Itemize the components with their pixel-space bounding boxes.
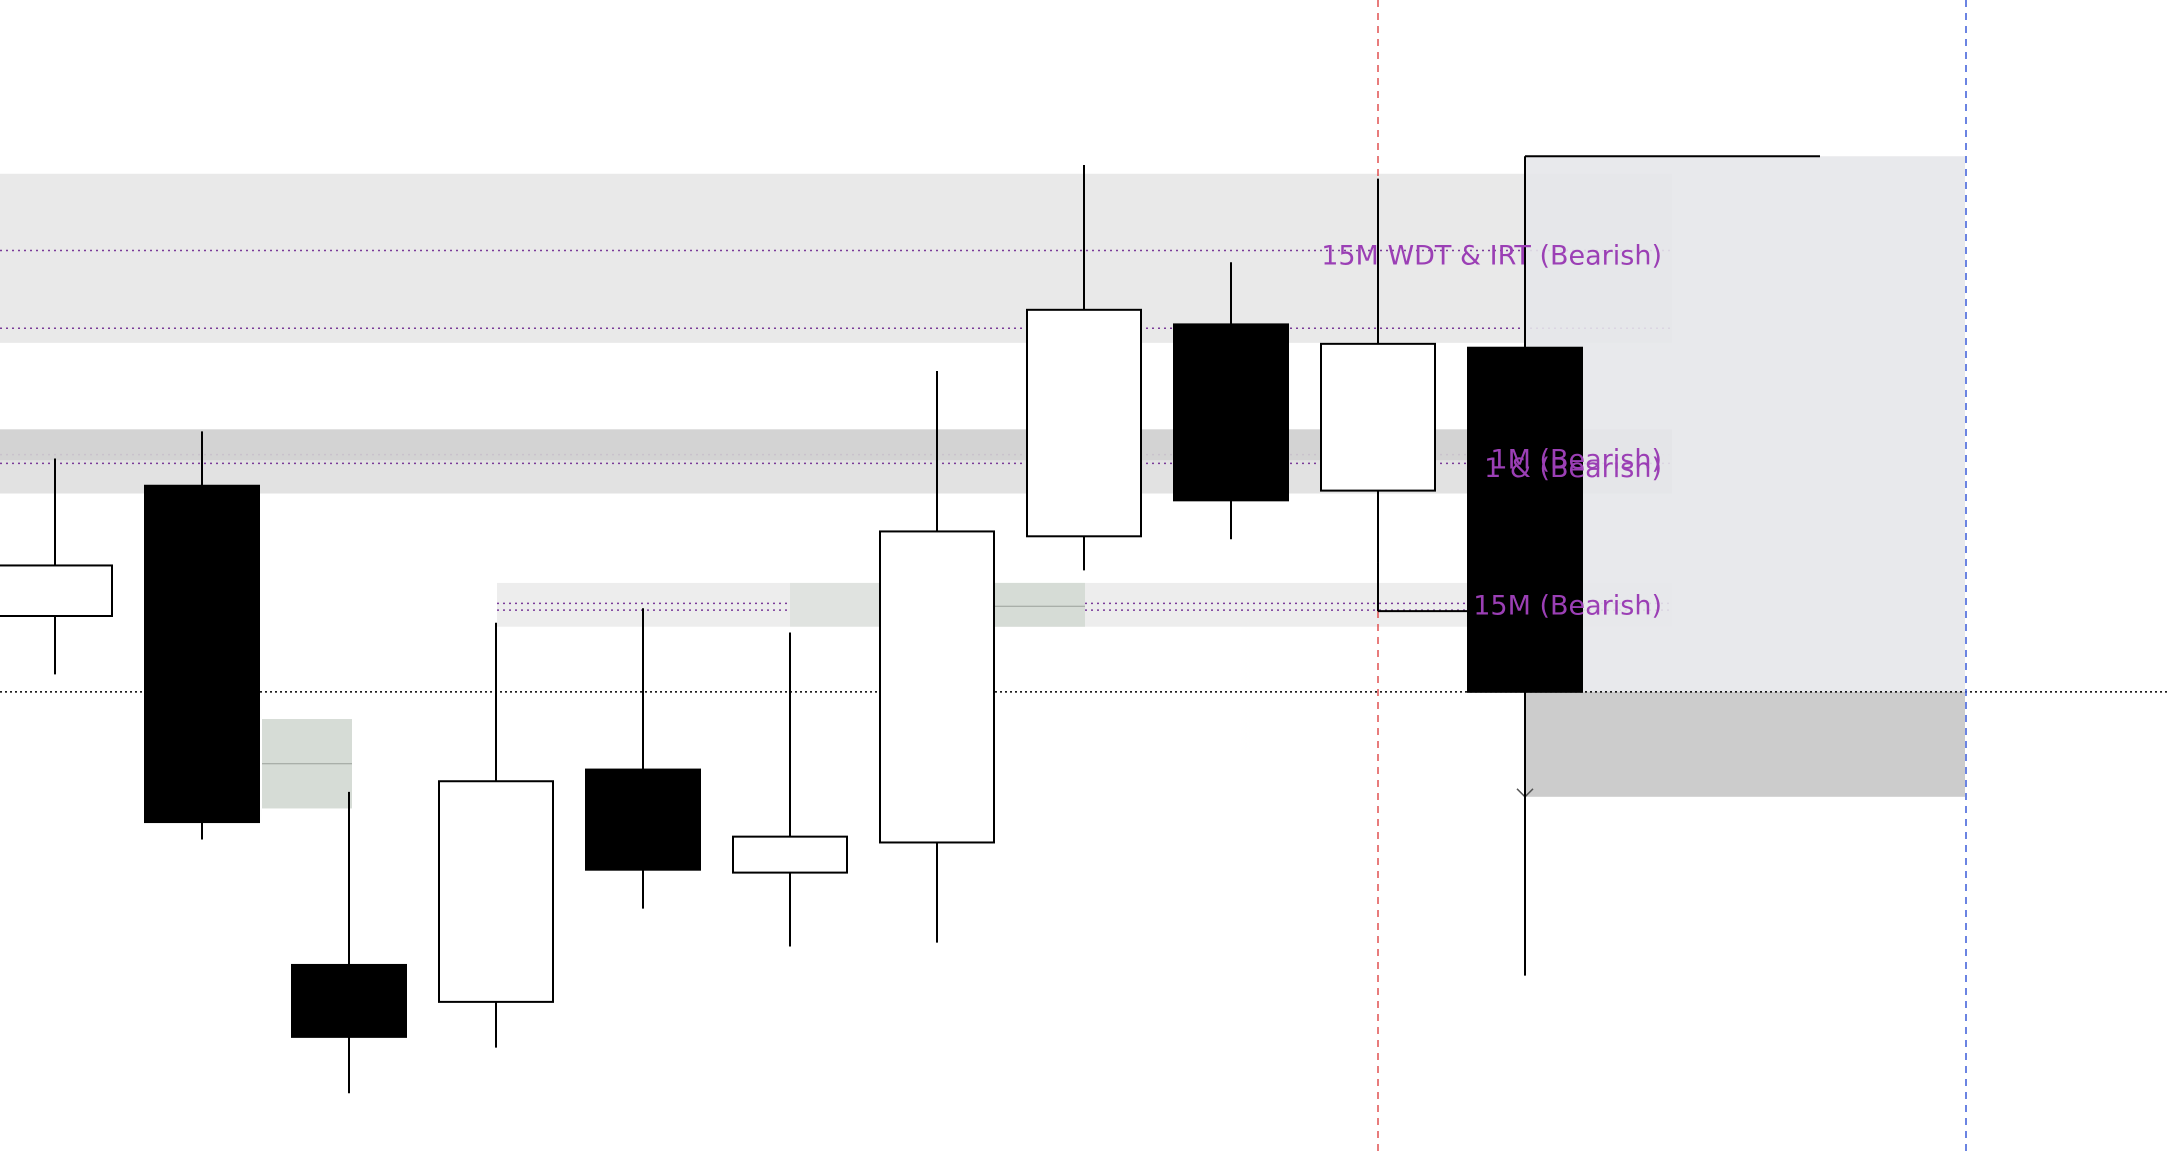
gap-box-3	[994, 582, 1085, 627]
zone-label-4: 15M (Bearish)	[1473, 590, 1662, 621]
zone-label-3: 1 & (Bearish)	[1484, 453, 1662, 484]
candle-body-10[interactable]	[1320, 342, 1436, 492]
candle-body-8[interactable]	[1026, 308, 1142, 538]
zone-label-1: 15M WDT & IRT (Bearish)	[1321, 240, 1662, 271]
candle-body-7[interactable]	[879, 530, 995, 844]
projection-upper-area[interactable]	[1525, 156, 1965, 692]
candle-body-2[interactable]	[144, 484, 260, 824]
candle-body-1[interactable]	[0, 564, 113, 617]
candle-body-5[interactable]	[585, 768, 701, 871]
zone-label-2: 1M (Bearish)	[1490, 444, 1662, 475]
candle-body-4[interactable]	[438, 780, 554, 1003]
candle-body-9[interactable]	[1173, 323, 1289, 502]
zone-band-1	[0, 173, 1672, 343]
candle-body-11[interactable]	[1467, 346, 1583, 693]
projection-lower-area[interactable]	[1525, 691, 1965, 797]
candle-body-3[interactable]	[291, 963, 407, 1038]
candle-body-6[interactable]	[732, 835, 848, 874]
